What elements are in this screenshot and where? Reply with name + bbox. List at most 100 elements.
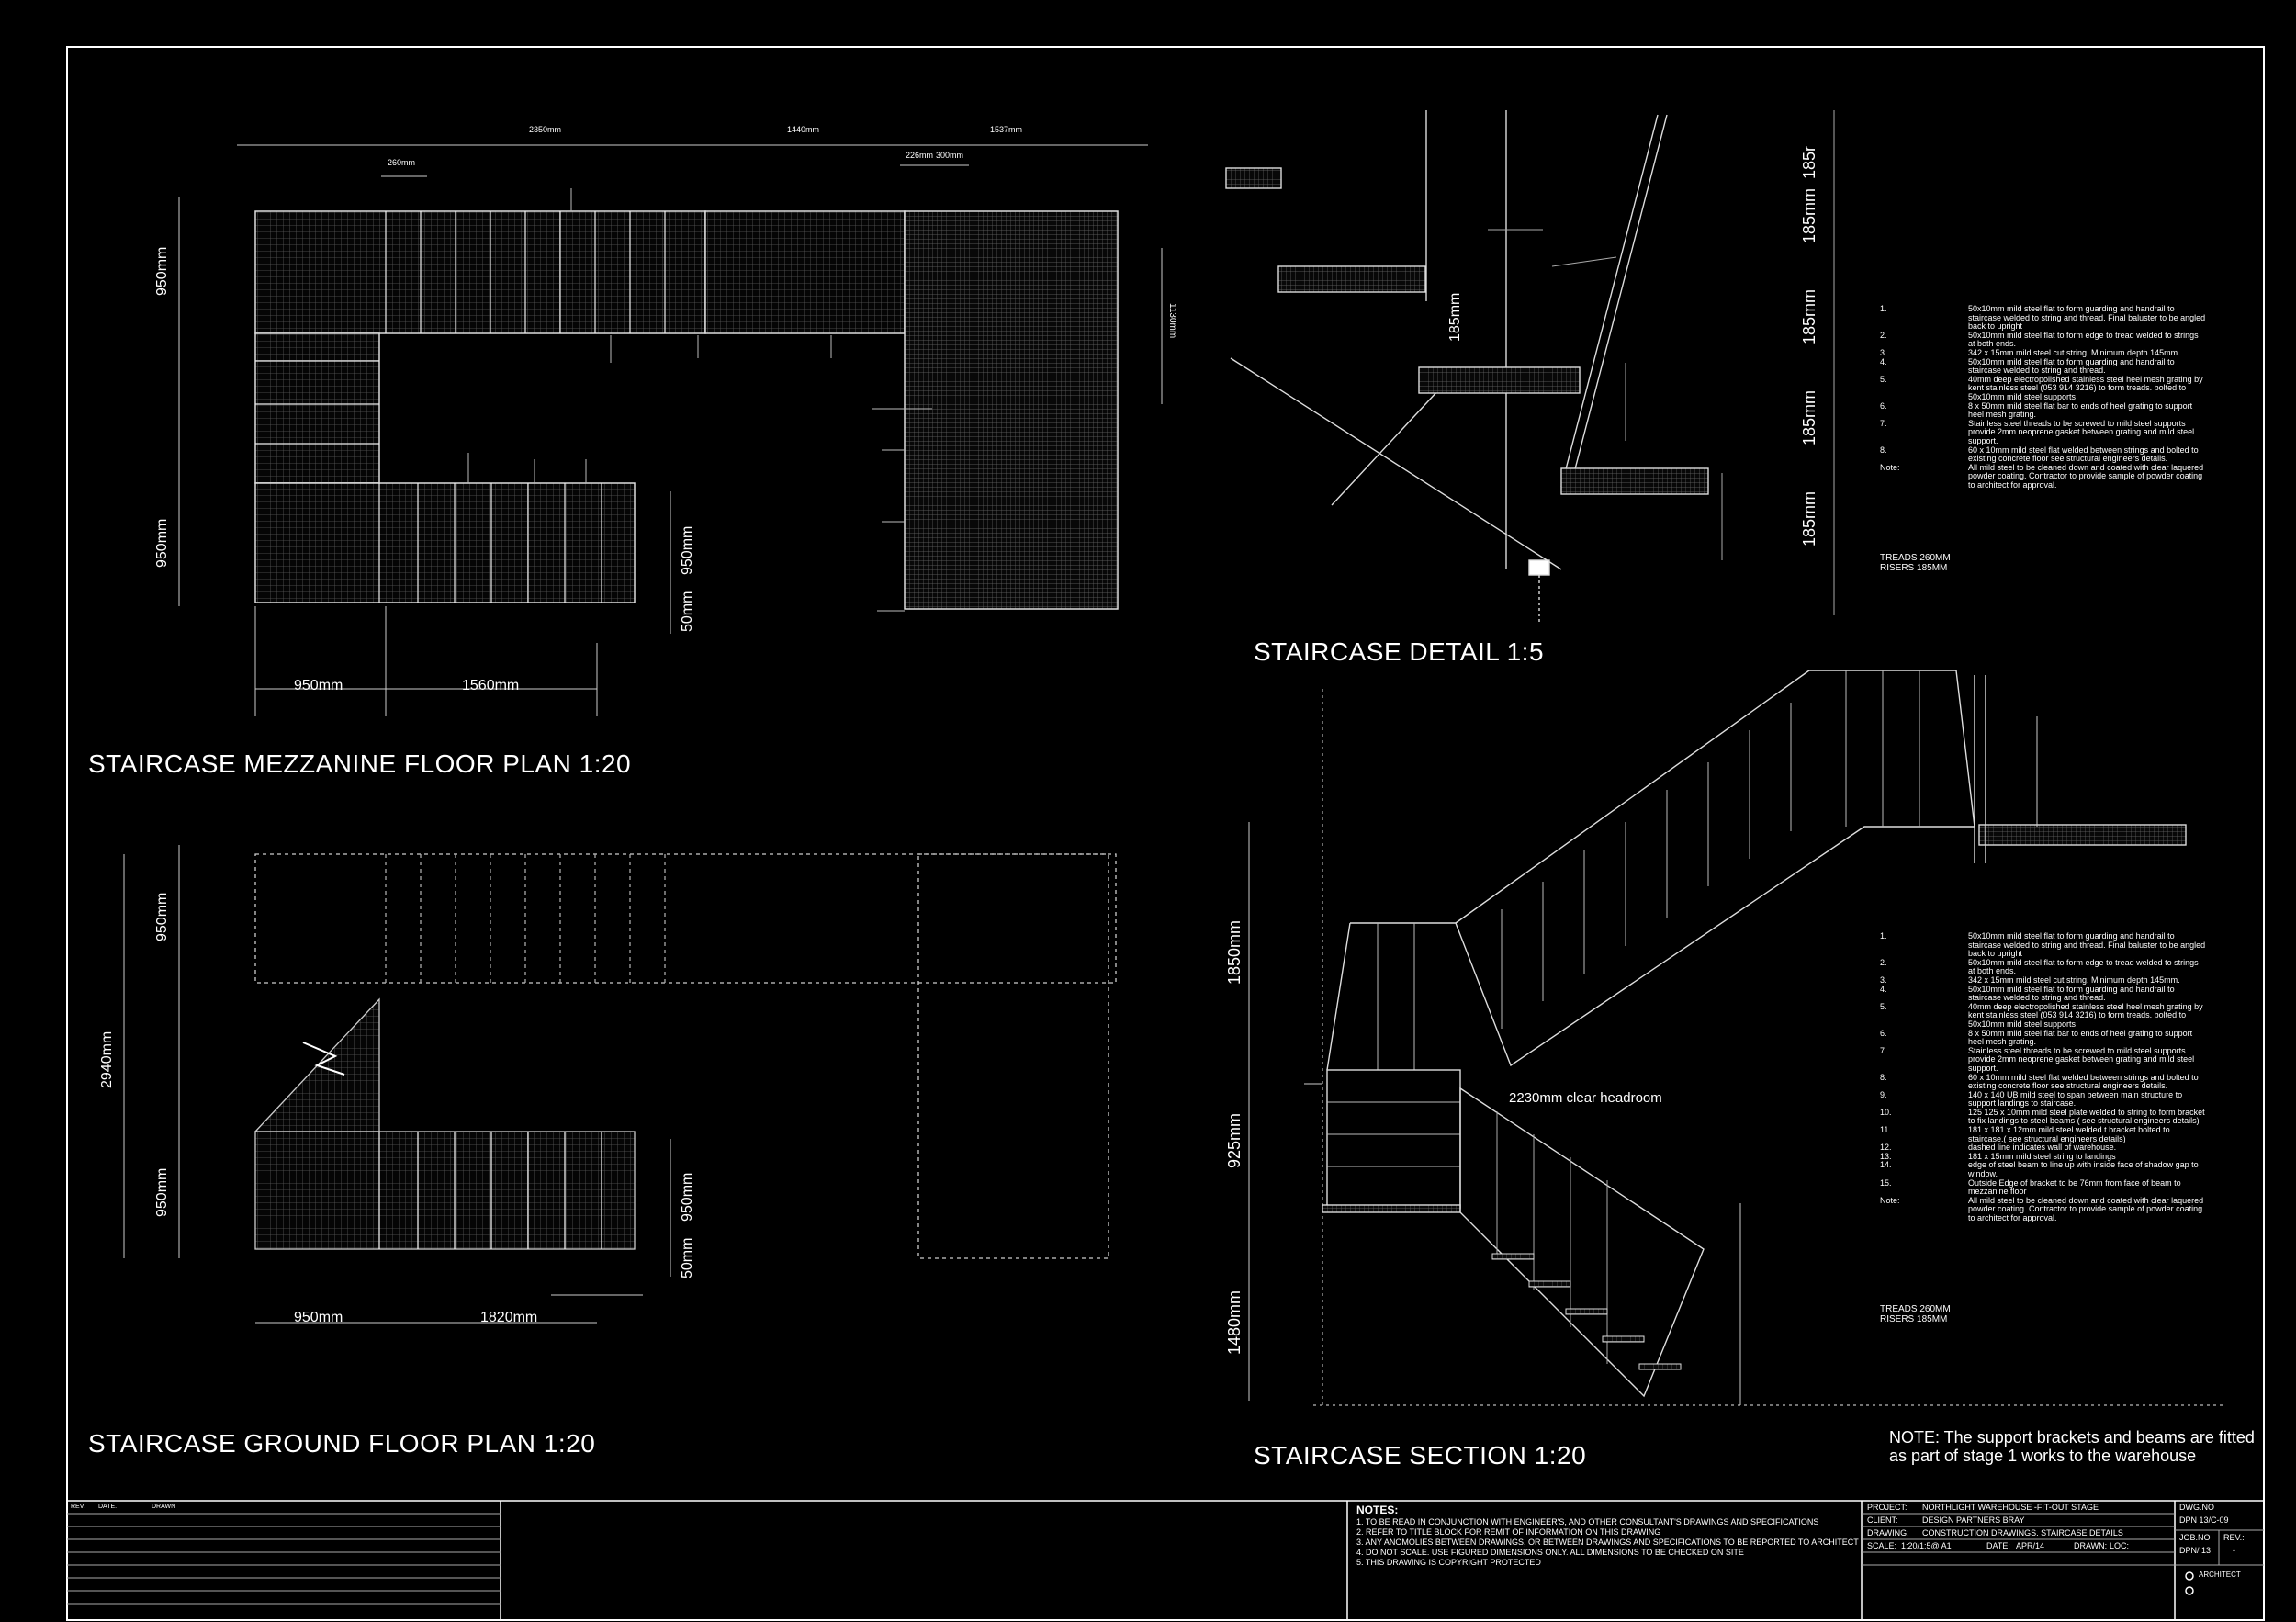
spec-number: Note: bbox=[1880, 462, 1900, 472]
general-notes: 1. TO BE READ IN CONJUNCTION WITH ENGINE… bbox=[1356, 1517, 1859, 1568]
spec-text: 50x10mm mild steel flat to form guarding… bbox=[1968, 984, 2175, 1003]
spec-item: 3. 342 x 15mm mild steel cut string. Mini… bbox=[1880, 974, 2207, 986]
spec-item: Note: All mild steel to be cleaned down a… bbox=[1880, 462, 2207, 490]
dim-185-d: 185mm bbox=[1800, 490, 1818, 546]
spec-item: 10.125 125 x 10mm mild steel plate welde… bbox=[1880, 1107, 2207, 1126]
spec-text: 342 x 15mm mild steel cut string. Minimu… bbox=[1968, 347, 2180, 357]
spec-number: 8. bbox=[1880, 1072, 1887, 1082]
rev-label: REV.: bbox=[2223, 1533, 2245, 1542]
dim-1480: 1480mm bbox=[1225, 1290, 1244, 1355]
dim-1130: 1130mm bbox=[1167, 303, 1177, 339]
dim-50-mezz: 50mm bbox=[680, 591, 695, 632]
spec-item: 15. Outside Edge of bracket to be 76mm fr… bbox=[1880, 1177, 2207, 1197]
spec-text: 40mm deep electropolished stainless stee… bbox=[1968, 374, 2203, 401]
spec-number: 14. bbox=[1880, 1160, 1892, 1170]
spec-item: 2.50x10mm mild steel flat to form edge t… bbox=[1880, 330, 2207, 349]
spec-number: 15. bbox=[1880, 1177, 1892, 1188]
spec-number: 10. bbox=[1880, 1107, 1892, 1117]
spec-text: 140 x 140 UB mild steel to span between … bbox=[1968, 1089, 2183, 1109]
spec-number: 4. bbox=[1880, 984, 1887, 994]
dim-185-e: 185mm bbox=[1447, 292, 1463, 342]
spec-text: All mild steel to be cleaned down and co… bbox=[1968, 462, 2204, 490]
spec-item: 7. Stainless steel threads to be screwed … bbox=[1880, 418, 2207, 446]
notes-title: NOTES: bbox=[1356, 1504, 1399, 1516]
detail-treads-risers: TREADS 260MM RISERS 185MM bbox=[1880, 553, 1951, 573]
spec-item: 4. 50x10mm mild steel flat to form guardi… bbox=[1880, 356, 2207, 376]
rev-value: - bbox=[2233, 1546, 2235, 1555]
spec-text: 60 x 10mm mild steel flat welded between… bbox=[1968, 445, 2199, 464]
dim-185-b: 185mm bbox=[1800, 288, 1818, 344]
spec-number: 12. bbox=[1880, 1143, 1892, 1153]
architect-label: ARCHITECT bbox=[2199, 1571, 2241, 1579]
dim-1850: 1850mm bbox=[1225, 919, 1244, 985]
client-label: CLIENT: bbox=[1867, 1515, 1898, 1525]
dim-1560: 1560mm bbox=[462, 678, 520, 693]
spec-number: 6. bbox=[1880, 400, 1887, 411]
spec-text: 8 x 50mm mild steel flat bar to ends of … bbox=[1968, 400, 2193, 420]
dim-950-mezz-top: 950mm bbox=[154, 246, 170, 296]
dim-185r: 185r bbox=[1800, 145, 1818, 179]
dim-950-mezz-bottom: 950mm bbox=[154, 518, 170, 568]
title-block bbox=[67, 1500, 2264, 1620]
project-value: NORTHLIGHT WAREHOUSE -FIT-OUT STAGE bbox=[1922, 1503, 2099, 1512]
dwg-label: DWG.NO bbox=[2179, 1503, 2214, 1512]
spec-number: 1. bbox=[1880, 931, 1887, 941]
dim-50-ground: 50mm bbox=[680, 1237, 695, 1278]
dim-950-ground-top: 950mm bbox=[154, 892, 170, 941]
general-note-line: 1. TO BE READ IN CONJUNCTION WITH ENGINE… bbox=[1356, 1517, 1819, 1526]
drawing-value: CONSTRUCTION DRAWINGS. STAIRCASE DETAILS bbox=[1922, 1528, 2123, 1538]
risers-text: RISERS 185MM bbox=[1880, 1314, 1948, 1324]
dim-950-mezz-right: 950mm bbox=[680, 525, 695, 575]
spec-number: 3. bbox=[1880, 974, 1887, 985]
spec-text: 50x10mm mild steel flat to form guarding… bbox=[1968, 931, 2206, 959]
dim-950-ground: 950mm bbox=[294, 1310, 343, 1325]
dim-2350: 2350mm bbox=[529, 125, 562, 134]
project-label: PROJECT: bbox=[1867, 1503, 1908, 1512]
spec-text: Outside Edge of bracket to be 76mm from … bbox=[1968, 1177, 2181, 1197]
spec-text: Stainless steel threads to be screwed to… bbox=[1968, 418, 2195, 445]
dim-300: 300mm bbox=[936, 151, 964, 160]
ground-plan-title: STAIRCASE GROUND FLOOR PLAN 1:20 bbox=[88, 1429, 596, 1458]
spec-number: 4. bbox=[1880, 356, 1887, 366]
section-title: STAIRCASE SECTION 1:20 bbox=[1254, 1441, 1587, 1470]
dim-1537: 1537mm bbox=[990, 125, 1023, 134]
dim-260: 260mm bbox=[388, 158, 416, 167]
rev-header-date: DATE. bbox=[98, 1504, 118, 1510]
general-note-line: 4. DO NOT SCALE. USE FIGURED DIMENSIONS … bbox=[1356, 1548, 1744, 1557]
spec-text: 50x10mm mild steel flat to form guarding… bbox=[1968, 356, 2175, 376]
spec-item: 5. 40mm deep electropolished stainless st… bbox=[1880, 374, 2207, 402]
dim-1820: 1820mm bbox=[480, 1310, 538, 1325]
general-note-line: 3. ANY ANOMOLIES BETWEEN DRAWINGS, OR BE… bbox=[1356, 1538, 1859, 1547]
spec-number: 2. bbox=[1880, 330, 1887, 340]
spec-number: 7. bbox=[1880, 418, 1887, 428]
risers-text: RISERS 185MM bbox=[1880, 563, 1948, 573]
job-label: JOB.NO bbox=[2179, 1533, 2211, 1542]
spec-item: 8.60 x 10mm mild steel flat welded betwe… bbox=[1880, 445, 2207, 464]
treads-text: TREADS 260MM bbox=[1880, 553, 1951, 563]
dim-950-ground-bottom: 950mm bbox=[154, 1167, 170, 1217]
rev-header-rev: REV. bbox=[71, 1504, 85, 1510]
dim-185-a: 185mm bbox=[1800, 187, 1818, 243]
spec-number: 5. bbox=[1880, 374, 1887, 384]
spec-text: All mild steel to be cleaned down and co… bbox=[1968, 1195, 2204, 1222]
drawn-label: DRAWN: bbox=[2074, 1541, 2108, 1550]
support-note: NOTE: The support brackets and beams are… bbox=[1889, 1428, 2255, 1465]
drawing-label: DRAWING: bbox=[1867, 1528, 1909, 1538]
date-label: DATE: bbox=[1986, 1541, 2010, 1550]
spec-text: 342 x 15mm mild steel cut string. Minimu… bbox=[1968, 974, 2180, 985]
spec-number: 5. bbox=[1880, 1001, 1887, 1011]
dim-185-c: 185mm bbox=[1800, 389, 1818, 445]
client-value: DESIGN PARTNERS BRAY bbox=[1922, 1515, 2025, 1525]
ground-plan bbox=[123, 845, 1117, 1324]
dim-2940: 2940mm bbox=[99, 1031, 115, 1088]
detail-title: STAIRCASE DETAIL 1:5 bbox=[1254, 637, 1545, 666]
spec-item: 3.342 x 15mm mild steel cut string. Mini… bbox=[1880, 347, 2207, 358]
spec-item: 1.50x10mm mild steel flat to form guardi… bbox=[1880, 304, 2207, 332]
spec-text: 181 x 15mm mild steel string to landings bbox=[1968, 1151, 2116, 1161]
detail-specification-list: 1.50x10mm mild steel flat to form guardi… bbox=[1880, 304, 2207, 490]
spec-item: 6. 8 x 50mm mild steel flat bar to ends o… bbox=[1880, 400, 2207, 420]
scale-label: SCALE: bbox=[1867, 1541, 1897, 1550]
job-value: DPN/ 13 bbox=[2179, 1546, 2212, 1555]
headroom-label: 2230mm clear headroom bbox=[1509, 1090, 1662, 1106]
drawn-value: LOC: bbox=[2110, 1541, 2130, 1550]
